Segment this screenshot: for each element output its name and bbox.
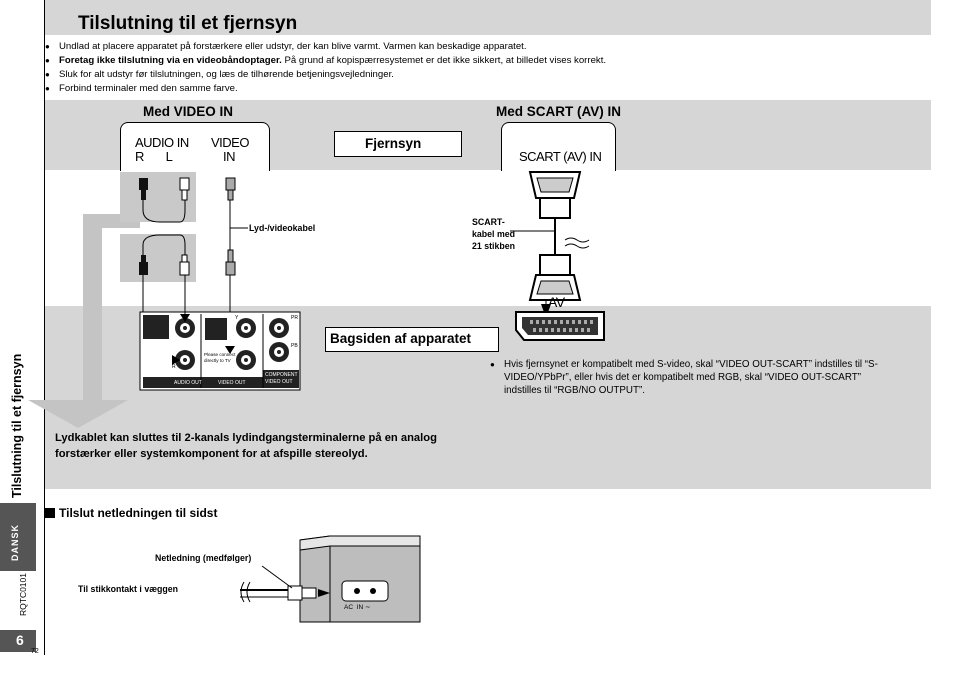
language-tab: DANSK (0, 503, 36, 571)
page-sub-number: 72 (31, 648, 39, 655)
tv-label: Fjernsyn (365, 136, 422, 151)
square-bullet-icon (45, 508, 55, 518)
wall-outlet-label: Til stikkontakt i væggen (78, 584, 179, 594)
power-cord-label: Netledning (medfølger) (155, 553, 252, 563)
scart-note: ●Hvis fjernsynet er kompatibelt med S-vi… (490, 359, 878, 396)
page-number-box (0, 630, 36, 652)
title-band (45, 0, 931, 35)
tv-video-in-panel (120, 122, 270, 171)
scart-port-label: SCART (AV) IN (519, 149, 602, 164)
l-label: L (172, 334, 175, 340)
scart-cable-label: SCART- kabel med 21 stikben (472, 217, 516, 251)
note-item: Forbind terminaler med den samme farve. (45, 82, 745, 96)
back-panel-label-box (325, 327, 499, 352)
page-title: Tilslutning til et fjernsyn (78, 13, 298, 34)
rca-plug-white-top (179, 177, 190, 201)
rca-plug-yellow-bottom (225, 249, 236, 276)
page-margin-rule (44, 0, 45, 655)
rca-plug-yellow-top (225, 177, 236, 201)
video-in-label: VIDEO IN (211, 135, 249, 164)
notes-list: Undlad at placere apparatet på forstærke… (45, 40, 745, 96)
scart-plug-bottom (528, 254, 582, 301)
tv-scart-panel (501, 122, 616, 171)
r-label: R (172, 364, 176, 370)
scart-socket-graphic (515, 311, 605, 341)
player-power-graphic (240, 535, 421, 623)
note-item: Undlad at placere apparatet på forstærke… (45, 40, 745, 54)
page-number: 6 (16, 632, 24, 648)
audio-in-label: AUDIO IN R L (135, 135, 189, 164)
video-out-label: VIDEO OUT (218, 380, 246, 386)
tv-label-box (334, 131, 462, 157)
scart-heading: Med SCART (AV) IN (496, 104, 621, 119)
audio-note: Lydkablet kan sluttes til 2-kanals lydin… (55, 432, 437, 460)
pb-label: PB (291, 343, 298, 349)
note-item: Sluk for alt udstyr før tilslutningen, o… (45, 68, 745, 82)
scart-plug-top (528, 171, 582, 219)
note-item: Foretag ikke tilslutning via en videobån… (45, 54, 745, 68)
av-label: AV (548, 294, 565, 310)
ac-in-label: AC IN ∼ (344, 604, 371, 611)
rca-plug-red-top (139, 178, 148, 200)
audio-out-label: AUDIO OUT (174, 380, 202, 386)
rca-plug-red-bottom (139, 255, 148, 275)
video-in-heading: Med VIDEO IN (143, 104, 234, 119)
power-heading: Tilslut netledningen til sidst (59, 506, 218, 520)
down-arrow-graphic (28, 214, 140, 428)
y-label: Y (235, 315, 239, 321)
direct-connect-note: Please connect directly to TV (204, 352, 236, 363)
av-cable-label: Lyd-/videokabel (249, 223, 316, 233)
pr-label: PR (291, 315, 298, 321)
back-panel-label: Bagsiden af apparatet (330, 331, 472, 346)
